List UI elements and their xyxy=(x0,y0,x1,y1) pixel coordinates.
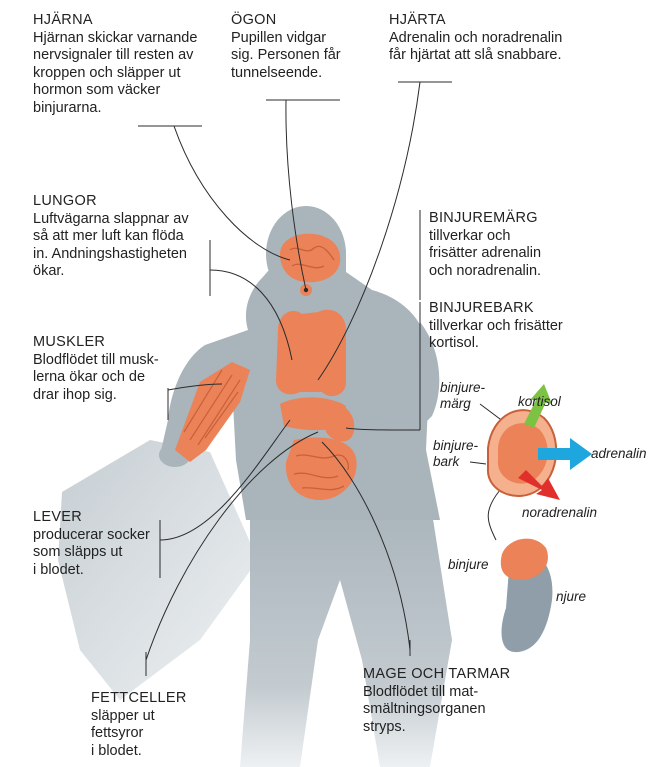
block-text: Adrenalin och noradrenalin får hjärtat a… xyxy=(389,30,562,65)
block-ogon: ÖGON Pupillen vidgar sig. Personen får t… xyxy=(231,12,341,82)
block-title: ÖGON xyxy=(231,12,341,30)
block-title: HJÄRNA xyxy=(33,12,197,30)
block-text: tillverkar och frisätter kortisol. xyxy=(429,318,563,353)
block-binjuremarg: BINJUREMÄRG tillverkar och frisätter adr… xyxy=(429,210,541,280)
block-title: HJÄRTA xyxy=(389,12,562,30)
block-mage: MAGE OCH TARMAR Blodflödet till mat- smä… xyxy=(363,666,510,736)
label-binjurebark: binjure- bark xyxy=(433,438,478,470)
label-binjure: binjure xyxy=(448,557,489,573)
block-title: MAGE OCH TARMAR xyxy=(363,666,510,684)
block-binjurebark: BINJUREBARK tillverkar och frisätter kor… xyxy=(429,300,563,353)
block-title: BINJUREMÄRG xyxy=(429,210,541,228)
block-title: LEVER xyxy=(33,509,150,527)
block-text: Luftvägarna slappnar av så att mer luft … xyxy=(33,211,189,281)
block-hjarta: HJÄRTA Adrenalin och noradrenalin får hj… xyxy=(389,12,562,65)
label-njure: njure xyxy=(556,589,586,605)
detail-connector xyxy=(488,490,500,540)
block-text: Blodflödet till musk- lerna ökar och de … xyxy=(33,352,159,405)
block-fettceller: FETTCELLER släpper ut fettsyror i blodet… xyxy=(91,690,187,760)
label-noradrenalin: noradrenalin xyxy=(522,505,597,521)
block-title: FETTCELLER xyxy=(91,690,187,708)
block-lungor: LUNGOR Luftvägarna slappnar av så att me… xyxy=(33,193,189,281)
label-kortisol: kortisol xyxy=(518,394,561,410)
block-hjarna: HJÄRNA Hjärnan skickar varnande nervsign… xyxy=(33,12,197,117)
block-text: producerar socker som släpps ut i blodet… xyxy=(33,527,150,580)
block-text: Hjärnan skickar varnande nervsignaler ti… xyxy=(33,30,197,118)
block-title: BINJUREBARK xyxy=(429,300,563,318)
block-text: tillverkar och frisätter adrenalin och n… xyxy=(429,228,541,281)
block-text: släpper ut fettsyror i blodet. xyxy=(91,708,187,761)
label-binjuremarg: binjure- märg xyxy=(440,380,485,412)
block-muskler: MUSKLER Blodflödet till musk- lerna ökar… xyxy=(33,334,159,404)
label-adrenalin: adrenalin xyxy=(591,446,647,462)
block-text: Blodflödet till mat- smältningsorganen s… xyxy=(363,684,510,737)
block-text: Pupillen vidgar sig. Personen får tunnel… xyxy=(231,30,341,83)
block-lever: LEVER producerar socker som släpps ut i … xyxy=(33,509,150,579)
brain xyxy=(280,234,340,283)
block-title: LUNGOR xyxy=(33,193,189,211)
block-title: MUSKLER xyxy=(33,334,159,352)
